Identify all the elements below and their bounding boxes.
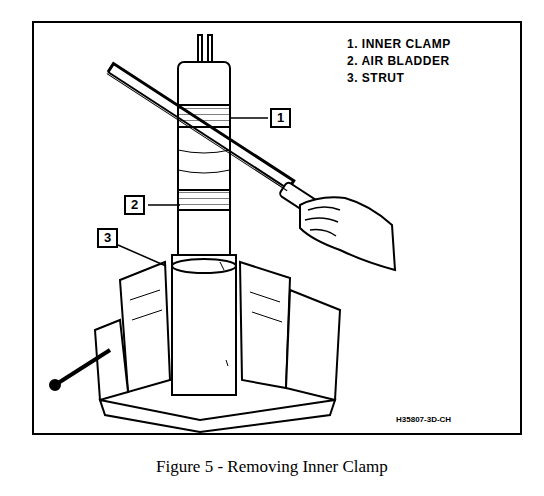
part-name: 2. AIR BLADDER xyxy=(347,55,450,68)
strut xyxy=(172,35,236,395)
frame xyxy=(33,22,521,434)
callout-number: 2 xyxy=(124,195,145,215)
callout-number: 3 xyxy=(97,228,118,248)
figure-code: H35807-3D-CH xyxy=(396,416,451,425)
leader-lines xyxy=(118,118,268,266)
figure-caption: Figure 5 - Removing Inner Clamp xyxy=(156,458,388,477)
hand xyxy=(300,197,395,270)
part-name: 1. INNER CLAMP xyxy=(347,38,451,51)
part-name: 3. STRUT xyxy=(347,72,404,85)
callout-number: 1 xyxy=(270,108,291,128)
